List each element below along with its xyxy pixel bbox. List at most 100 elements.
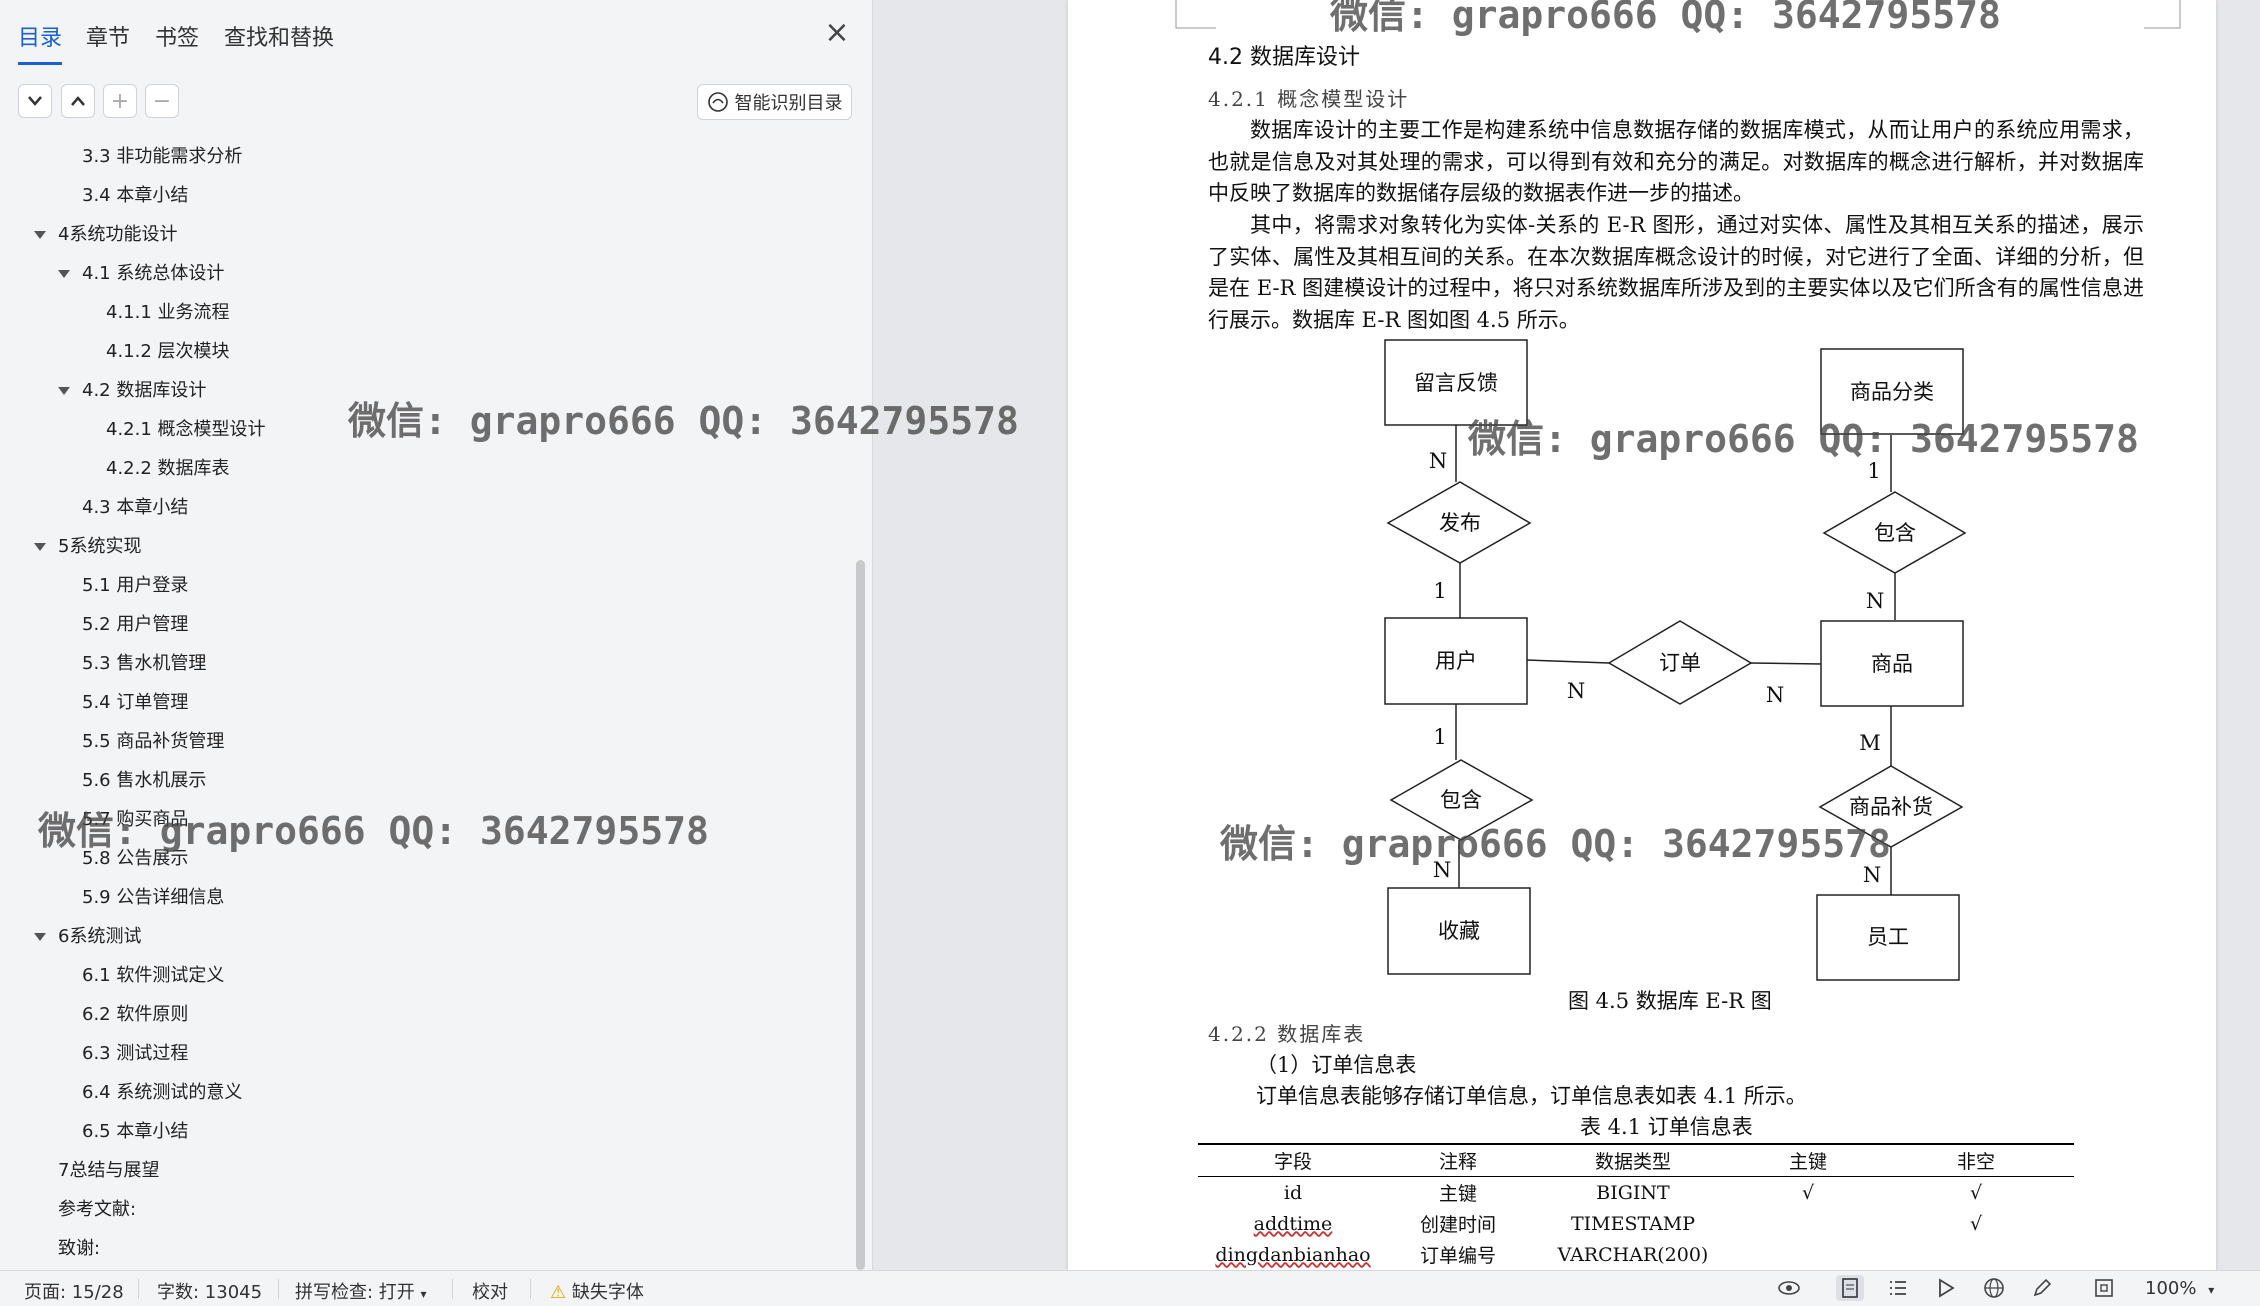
zoom-level[interactable]: 100% ▾ (2145, 1278, 2214, 1299)
toc-item[interactable]: 4.3 本章小结 (82, 491, 188, 525)
globe-icon[interactable] (1980, 1275, 2008, 1301)
chevron-up-icon (71, 96, 85, 106)
warning-icon: ⚠ (550, 1282, 567, 1303)
missing-font-button[interactable]: ⚠ 缺失字体 (550, 1278, 644, 1304)
expand-caret-icon[interactable] (58, 270, 70, 278)
toc-item-label: 4.2.1 概念模型设计 (106, 419, 266, 440)
pen-icon[interactable] (2028, 1275, 2056, 1301)
card-product-m: M (1859, 731, 1881, 755)
relation-publish-label: 发布 (1439, 511, 1481, 535)
navigation-pane: 目录 章节 书签 查找和替换 × + − 智能识别目录 3.3 非功能需求分析 3… (0, 0, 873, 1270)
cell-field: addtime (1253, 1212, 1333, 1235)
toc-item[interactable]: 4.2.1 概念模型设计 (106, 413, 266, 447)
toc-item[interactable]: 5.4 订单管理 (82, 686, 188, 720)
toc-item[interactable]: 4系统功能设计 (34, 218, 177, 252)
entity-product-label: 商品 (1871, 652, 1913, 676)
tab-bookmarks[interactable]: 书签 (155, 26, 200, 51)
toc-item[interactable]: 5.5 商品补货管理 (82, 725, 224, 759)
tab-toc[interactable]: 目录 (18, 20, 63, 65)
toc-item[interactable]: 6.1 软件测试定义 (82, 959, 224, 993)
expand-caret-icon[interactable] (58, 387, 70, 395)
cell-comment: 订单编号 (1419, 1245, 1496, 1267)
toc-item[interactable]: 参考文献: (58, 1193, 136, 1227)
tab-chapters[interactable]: 章节 (86, 26, 131, 51)
expand-caret-icon[interactable] (34, 231, 46, 239)
spell-check-label: 拼写检查: 打开 (295, 1282, 415, 1303)
cell-datatype: VARCHAR(200) (1557, 1243, 1709, 1266)
relation-order-label: 订单 (1659, 651, 1701, 675)
remove-entry-button[interactable]: − (145, 84, 179, 118)
cell-datatype: BIGINT (1596, 1181, 1670, 1204)
toc-item[interactable]: 5.7 购买商品 (82, 803, 188, 837)
smart-toc-button[interactable]: 智能识别目录 (697, 84, 852, 120)
toc-item[interactable]: 5.3 售水机管理 (82, 647, 206, 681)
toc-item[interactable]: 5系统实现 (34, 530, 141, 564)
toc-item[interactable]: 致谢: (58, 1232, 100, 1266)
toc-item[interactable]: 6.2 软件原则 (82, 998, 188, 1032)
toc-item[interactable]: 4.2.2 数据库表 (106, 452, 230, 486)
add-entry-button[interactable]: + (103, 84, 137, 118)
document-page[interactable]: 4.2 数据库设计 4.2.1 概念模型设计 数据库设计的主要工作是构建系统中信… (1068, 0, 2216, 1270)
figure-caption: 图 4.5 数据库 E-R 图 (1568, 989, 1772, 1013)
status-bar: 页面: 15/28 字数: 13045 拼写检查: 打开 ▾ 校对 ⚠ 缺失字体… (0, 1270, 2260, 1306)
outline-view-icon[interactable] (1884, 1275, 1912, 1301)
entity-user (1384, 617, 1528, 705)
toc-item[interactable]: 7总结与展望 (58, 1154, 159, 1188)
expand-caret-icon[interactable] (34, 933, 46, 941)
table-intro: 订单信息表能够存储订单信息，订单信息表如表 4.1 所示。 (1256, 1084, 1807, 1108)
card-order-n-right: N (1766, 683, 1784, 707)
eye-icon[interactable] (1775, 1275, 1803, 1301)
card-category-1: 1 (1867, 459, 1880, 483)
toc-item[interactable]: 5.8 公告展示 (82, 842, 188, 876)
cell-comment: 创建时间 (1419, 1214, 1496, 1236)
toc-item[interactable]: 4.1 系统总体设计 (58, 257, 224, 291)
collapse-all-button[interactable] (18, 84, 52, 118)
page-indicator[interactable]: 页面: 15/28 (24, 1282, 124, 1303)
toc-scrollbar[interactable] (856, 560, 865, 1270)
page-view-icon[interactable] (1836, 1275, 1864, 1301)
fit-page-icon[interactable] (2090, 1275, 2118, 1301)
toc-item[interactable]: 6.4 系统测试的意义 (82, 1076, 242, 1110)
toc-item-label: 4.1.2 层次模块 (106, 341, 230, 362)
smart-toc-label: 智能识别目录 (734, 93, 843, 114)
paragraph-2: 其中，将需求对象转化为实体-关系的 E-R 图形，通过对实体、属性及其相互关系的… (1208, 213, 2144, 332)
toc-item-label: 5.8 公告展示 (82, 848, 189, 869)
toc-item[interactable]: 6系统测试 (34, 920, 141, 954)
toc-item[interactable]: 5.1 用户登录 (82, 569, 188, 603)
toc-item[interactable]: 3.3 非功能需求分析 (82, 140, 242, 174)
cell-not-null: √ (1969, 1181, 1983, 1204)
toc-item[interactable]: 6.5 本章小结 (82, 1115, 188, 1149)
expand-caret-icon[interactable] (34, 543, 46, 551)
spell-check-toggle[interactable]: 拼写检查: 打开 ▾ (295, 1278, 427, 1304)
nav-tabs: 目录 章节 书签 查找和替换 × (0, 0, 872, 70)
relation-contain-top-label: 包含 (1874, 521, 1916, 545)
relation-contain-top (1822, 491, 1967, 574)
toc-item-label: 6.1 软件测试定义 (82, 965, 225, 986)
toc-item[interactable]: 5.2 用户管理 (82, 608, 188, 642)
toc-item[interactable]: 4.1.1 业务流程 (106, 296, 230, 330)
close-pane-button[interactable]: × (824, 15, 850, 50)
tab-find-replace[interactable]: 查找和替换 (224, 26, 335, 51)
entity-category-label: 商品分类 (1850, 380, 1934, 404)
toc-item[interactable]: 6.3 测试过程 (82, 1037, 188, 1071)
toc-item-label: 5.9 公告详细信息 (82, 887, 225, 908)
toc-item[interactable]: 5.9 公告详细信息 (82, 881, 224, 915)
entity-staff-label: 员工 (1867, 925, 1909, 949)
word-count[interactable]: 字数: 13045 (157, 1282, 263, 1303)
toc-item-label: 5.4 订单管理 (82, 692, 189, 713)
paragraph-1: 数据库设计的主要工作是构建系统中信息数据存储的数据库模式，从而让用户的系统应用需… (1208, 118, 2144, 205)
toc-item-label: 5.1 用户登录 (82, 575, 189, 596)
toc-item[interactable]: 4.1.2 层次模块 (106, 335, 230, 369)
proofread-button[interactable]: 校对 (472, 1282, 508, 1303)
toc-item[interactable]: 3.4 本章小结 (82, 179, 188, 213)
relation-contain-bottom (1389, 759, 1534, 841)
plus-icon: + (110, 88, 130, 114)
expand-all-button[interactable] (61, 84, 95, 118)
toc-item-label: 5.2 用户管理 (82, 614, 189, 635)
smart-recognize-icon (707, 92, 728, 112)
toc-item[interactable]: 5.6 售水机展示 (82, 764, 206, 798)
play-icon[interactable] (1932, 1275, 1960, 1301)
table-heading: （1）订单信息表 (1256, 1053, 1417, 1077)
entity-feedback (1384, 339, 1528, 426)
toc-item[interactable]: 4.2 数据库设计 (58, 374, 206, 408)
